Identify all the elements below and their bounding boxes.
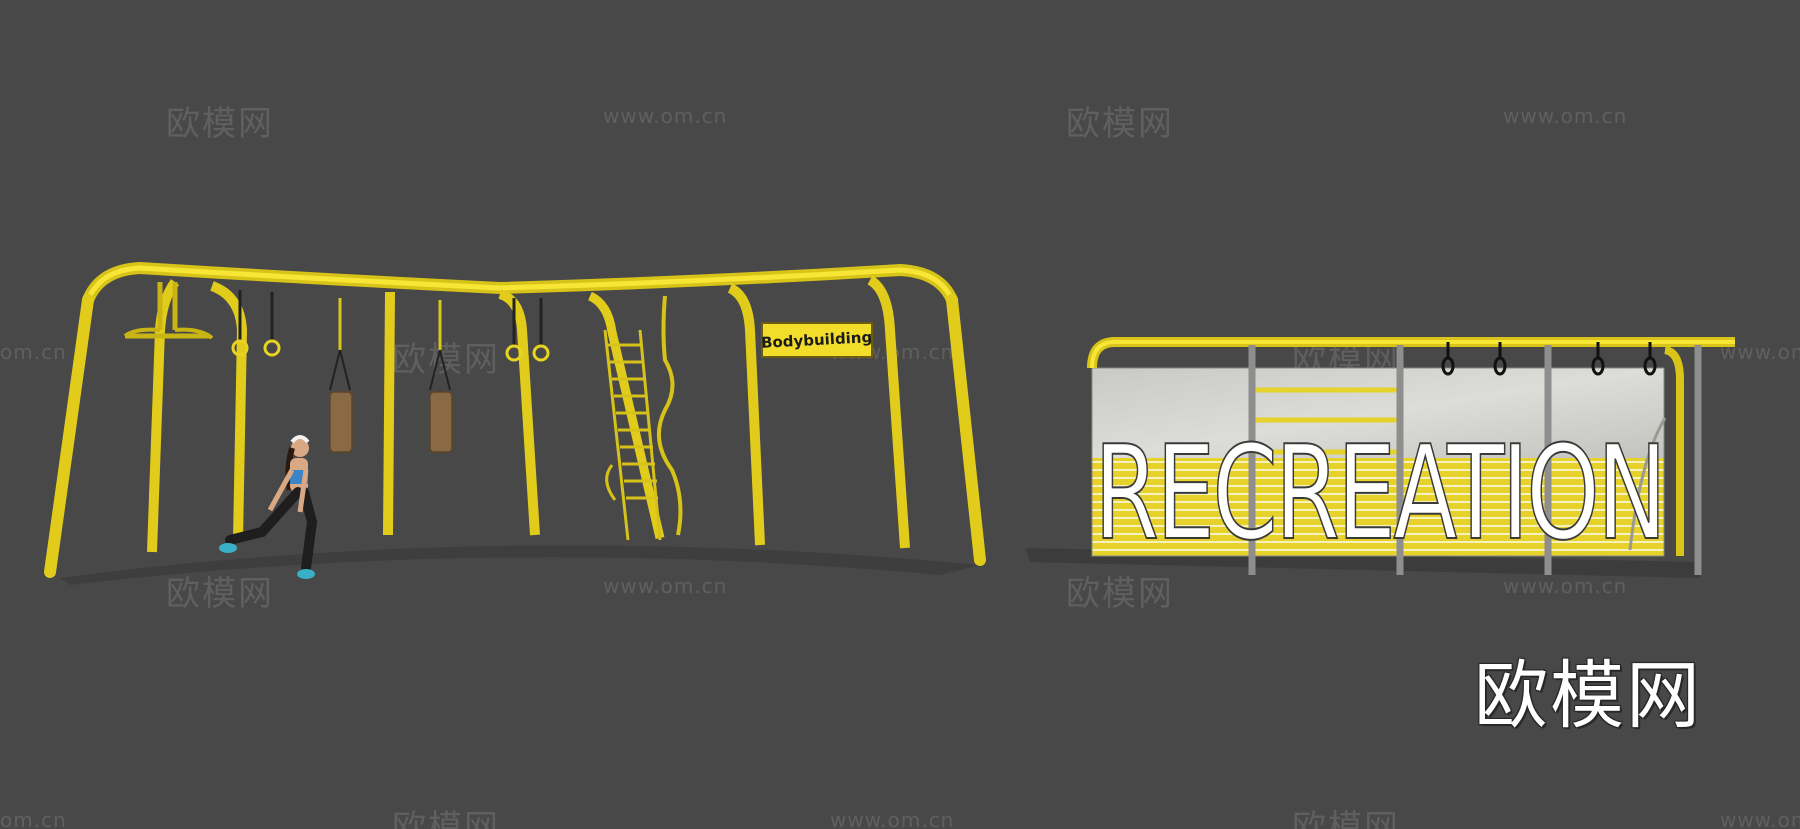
bodybuilding-sign: Bodybuilding <box>761 322 873 358</box>
person-figure <box>219 435 318 579</box>
gym-rings <box>1441 342 1657 376</box>
leg-arch-3 <box>498 289 540 536</box>
gym-ring <box>231 339 249 357</box>
punching-bag <box>330 392 352 452</box>
pullup-handle <box>125 282 210 339</box>
leg-arch-4 <box>587 291 665 540</box>
gym-ring <box>532 344 550 362</box>
monkey-bars <box>1255 387 1398 517</box>
steel-posts <box>1248 345 1702 575</box>
ground-shadow <box>60 545 980 585</box>
leg-mid-1 <box>383 291 395 536</box>
wavy-pole <box>656 295 683 536</box>
concrete-panel <box>1092 368 1664 460</box>
site-logo: 欧模网 <box>1474 653 1702 739</box>
top-bar <box>1087 337 1735 369</box>
leg-arch-5 <box>727 283 765 546</box>
recreation-panel-text: RECREATION <box>1093 417 1667 569</box>
leg-left-outer <box>44 294 94 578</box>
climbing-ladder <box>603 329 662 541</box>
leg-right <box>1664 346 1684 556</box>
gym-ring <box>263 339 281 357</box>
gym-ring <box>505 344 523 362</box>
leg-right-outer <box>946 294 986 566</box>
striped-panel <box>1092 458 1664 556</box>
leg-arch-2 <box>210 281 248 541</box>
punching-bag <box>430 392 452 452</box>
leg-arch-6 <box>867 275 910 549</box>
